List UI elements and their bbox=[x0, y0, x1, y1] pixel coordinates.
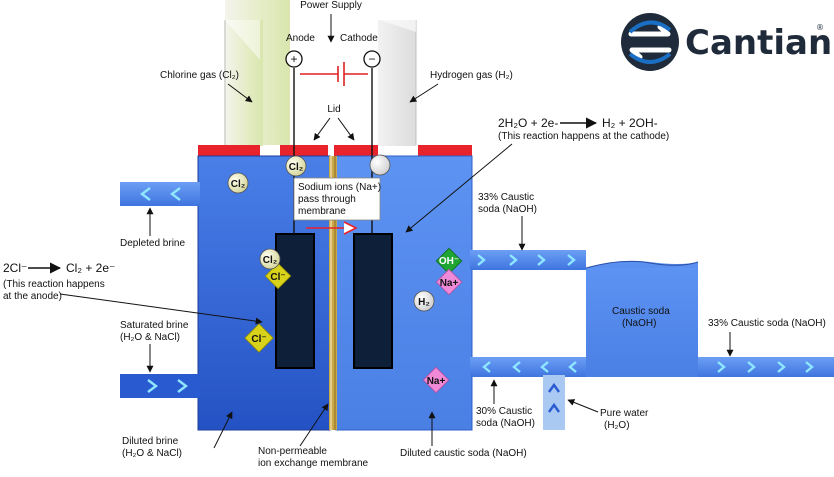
cathode-electrode bbox=[353, 233, 393, 369]
h2-bubble bbox=[369, 154, 391, 176]
na-ion: Na+ bbox=[422, 366, 450, 394]
svg-text:(NaOH): (NaOH) bbox=[622, 318, 656, 329]
membrane-label: Non-permeable bbox=[258, 446, 327, 457]
svg-text:soda (NaOH): soda (NaOH) bbox=[476, 418, 535, 429]
anode-label: Anode bbox=[286, 33, 315, 44]
lid-right bbox=[418, 145, 472, 156]
sodium-ion-note bbox=[293, 177, 381, 221]
svg-text:Cl₂: Cl₂ bbox=[289, 162, 303, 173]
anode-reaction: 2Cl⁻ Cl₂ + 2e⁻ (This reaction happens at… bbox=[3, 261, 115, 302]
svg-text:Na+: Na+ bbox=[440, 278, 459, 289]
svg-text:H₂: H₂ bbox=[418, 297, 430, 308]
svg-text:Cantian: Cantian bbox=[685, 23, 832, 63]
svg-text:2H₂O + 2e-: 2H₂O + 2e- bbox=[498, 116, 558, 130]
svg-text:H₂ + 2OH-: H₂ + 2OH- bbox=[602, 116, 658, 130]
caustic-30-label: 30% Caustic bbox=[476, 406, 532, 417]
diluted-brine-label: Diluted brine bbox=[122, 436, 179, 447]
chlorine-gas-label: Chlorine gas (Cl₂) bbox=[160, 70, 239, 81]
cathode-label: Cathode bbox=[340, 33, 378, 44]
caustic-return-pipe bbox=[470, 357, 586, 377]
minus-terminal: − bbox=[363, 50, 381, 68]
svg-text:Cl⁻: Cl⁻ bbox=[251, 334, 266, 345]
pure-water-label: Pure water bbox=[600, 408, 649, 419]
svg-text:®: ® bbox=[816, 23, 824, 32]
svg-text:membrane: membrane bbox=[298, 206, 346, 217]
lid-left bbox=[198, 145, 260, 156]
cl-ion: Cl⁻ bbox=[264, 262, 292, 290]
cl2-bubble: Cl₂ bbox=[285, 155, 307, 177]
cantian-logo-mark-icon bbox=[621, 13, 679, 71]
svg-text:OH⁻: OH⁻ bbox=[439, 256, 459, 267]
svg-text:Cl⁻: Cl⁻ bbox=[270, 272, 285, 283]
saturated-brine-label: Saturated brine bbox=[120, 320, 189, 331]
oh-ion: OH⁻ bbox=[435, 247, 463, 275]
hydrogen-gas-label: Hydrogen gas (H₂) bbox=[430, 70, 513, 81]
caustic-outlet-pipe bbox=[698, 357, 834, 377]
caustic-33-out-label: 33% Caustic soda (NaOH) bbox=[708, 318, 826, 329]
svg-text:Cl₂: Cl₂ bbox=[231, 179, 245, 190]
caustic-33-label: 33% Caustic bbox=[478, 192, 534, 203]
svg-text:(H₂O): (H₂O) bbox=[604, 420, 630, 431]
svg-text:pass through: pass through bbox=[298, 194, 356, 205]
svg-text:Sodium ions (Na+): Sodium ions (Na+) bbox=[298, 182, 381, 193]
h2-bubble: H₂ bbox=[413, 290, 435, 312]
flow-chevrons bbox=[140, 187, 814, 413]
lid-center-left bbox=[280, 145, 328, 156]
svg-text:(H₂O & NaCl): (H₂O & NaCl) bbox=[122, 448, 182, 459]
tank-label: Caustic soda bbox=[612, 306, 670, 317]
na-ion: Na+ bbox=[435, 268, 463, 296]
cathode-reaction: 2H₂O + 2e- H₂ + 2OH- (This reaction happ… bbox=[498, 116, 669, 142]
depleted-brine-pipe bbox=[120, 182, 200, 206]
svg-text:(H₂O & NaCl): (H₂O & NaCl) bbox=[120, 332, 180, 343]
diluted-caustic-label: Diluted caustic soda (NaOH) bbox=[400, 448, 527, 459]
lid-center-right bbox=[334, 145, 378, 156]
cl2-bubble: Cl₂ bbox=[259, 248, 281, 270]
cl2-bubble: Cl₂ bbox=[227, 172, 249, 194]
depleted-brine-label: Depleted brine bbox=[120, 238, 185, 249]
cl-ion: Cl⁻ bbox=[244, 323, 274, 353]
power-supply-label: Power Supply bbox=[300, 0, 362, 11]
ion-exchange-membrane bbox=[329, 156, 337, 430]
svg-text:Na+: Na+ bbox=[427, 376, 446, 387]
cantian-logo: Cantian ® bbox=[621, 13, 832, 71]
svg-text:Cl₂: Cl₂ bbox=[263, 255, 277, 266]
svg-text:2Cl⁻: 2Cl⁻ bbox=[3, 261, 27, 275]
hydrogen-chimney bbox=[378, 20, 416, 146]
svg-text:soda (NaOH): soda (NaOH) bbox=[478, 204, 537, 215]
plus-terminal: + bbox=[285, 50, 303, 68]
svg-text:−: − bbox=[368, 52, 375, 66]
chlorine-chimney bbox=[225, 0, 290, 145]
svg-text:ion exchange membrane: ion exchange membrane bbox=[258, 458, 369, 469]
svg-text:+: + bbox=[290, 52, 297, 66]
lid-label: Lid bbox=[327, 104, 340, 115]
svg-text:Cl₂ + 2e⁻: Cl₂ + 2e⁻ bbox=[66, 261, 115, 275]
svg-text:at the anode): at the anode) bbox=[3, 291, 62, 302]
anode-electrode bbox=[275, 233, 315, 369]
svg-text:(This reaction happens at the: (This reaction happens at the cathode) bbox=[498, 131, 669, 142]
svg-text:(This reaction happens: (This reaction happens bbox=[3, 279, 105, 290]
pure-water-pipe bbox=[543, 375, 565, 430]
caustic-out-pipe bbox=[470, 250, 586, 270]
